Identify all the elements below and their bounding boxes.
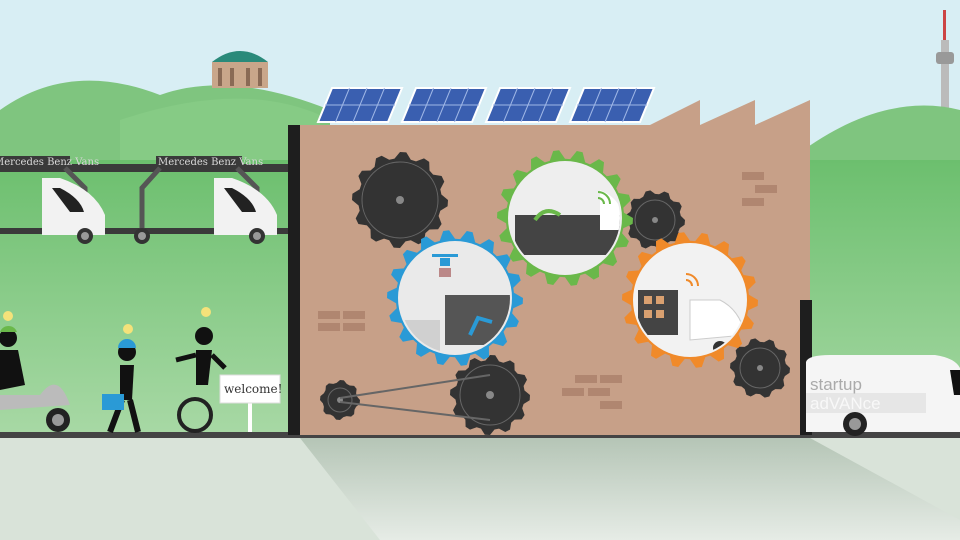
robot-arm-icon: [468, 315, 493, 336]
van-icon: [134, 178, 277, 244]
mercedes-sign-left: Mercedes Benz Vans: [0, 157, 99, 168]
welcome-sign: welcome!: [219, 374, 282, 432]
solar-panel-icon: [568, 87, 656, 123]
mercedes-sign-right: Mercedes Benz Vans: [158, 157, 263, 168]
van-brand-advance: adVANce: [810, 394, 881, 413]
gear-icon: [320, 380, 360, 420]
solar-panel-icon: [484, 87, 572, 123]
drone-delivery-scene: [400, 243, 510, 353]
scooter-rider: [0, 311, 70, 432]
bag-icon: [102, 394, 124, 410]
van-shelving-scene: [635, 245, 745, 355]
wifi-icon: [685, 273, 699, 287]
gear-icon: [450, 355, 530, 435]
gear-icon: [352, 152, 448, 248]
van-interior-scene: [510, 163, 620, 273]
startup-advance-van: startup adVANce: [806, 355, 960, 436]
gear-icon: [730, 338, 790, 398]
wifi-icon: [597, 191, 611, 205]
lightbulb-icon: [201, 307, 211, 317]
solar-panels: [316, 87, 656, 123]
solar-panel-icon: [316, 87, 404, 123]
lightbulb-icon: [3, 311, 13, 321]
lightbulb-icon: [123, 324, 133, 334]
walking-person: [102, 324, 144, 434]
drone-icon: [432, 254, 458, 277]
gear-belt: [339, 374, 491, 421]
building-icon: [212, 51, 268, 88]
unicycle-person: [175, 307, 227, 433]
van-icon: [42, 178, 105, 244]
gear-icon: [625, 190, 685, 250]
welcome-text: welcome!: [224, 382, 282, 396]
tv-tower-icon: [936, 10, 954, 135]
van-brand-startup: startup: [810, 375, 862, 394]
road: [300, 438, 960, 540]
solar-panel-icon: [400, 87, 488, 123]
